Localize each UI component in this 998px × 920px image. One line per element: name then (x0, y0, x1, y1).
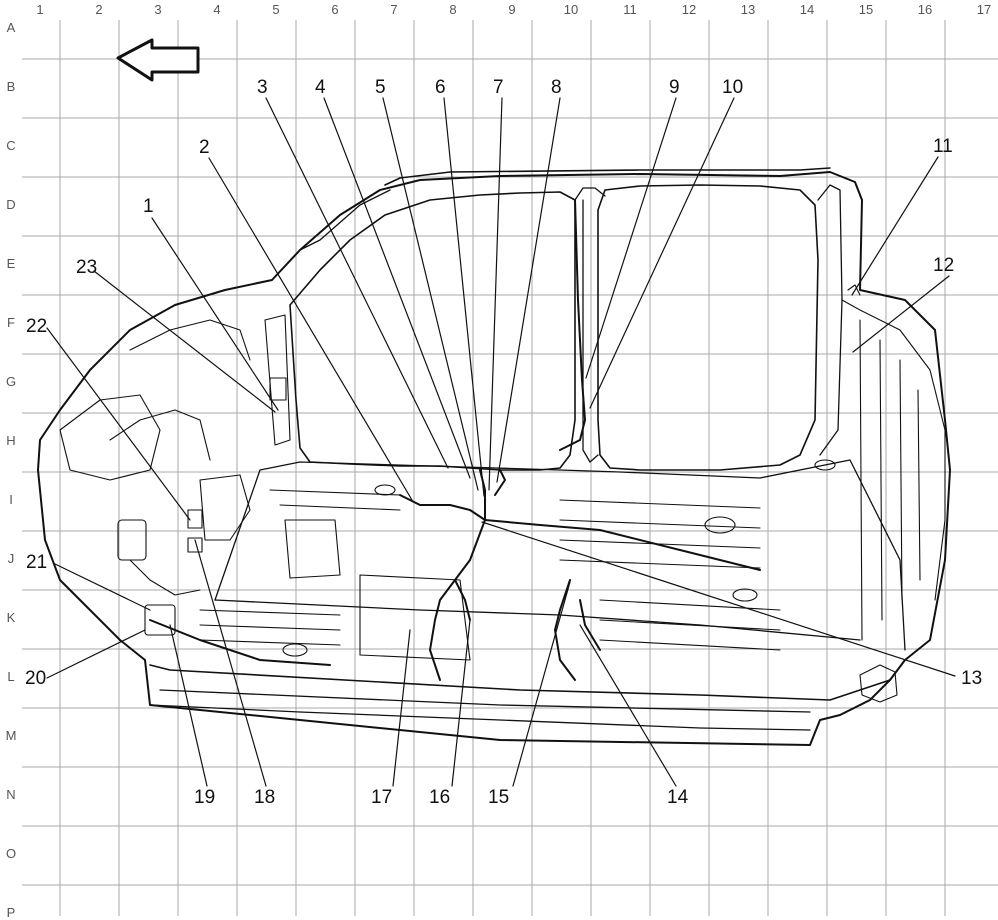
grid-row-label: L (7, 669, 15, 684)
callout-label: 11 (933, 136, 953, 157)
grid-row-label: D (6, 197, 16, 212)
callout-label: 18 (254, 787, 276, 808)
grid-row-label: I (9, 492, 13, 507)
callout-label: 21 (26, 552, 48, 573)
grid-column-label: 16 (917, 2, 933, 17)
callout-label: 19 (194, 787, 216, 808)
grid-row-label: P (6, 905, 16, 920)
floor-pan-ribs (199, 459, 836, 661)
callout-label: 16 (429, 787, 451, 808)
callout-label: 7 (493, 77, 504, 98)
grid-column-label: 5 (272, 2, 280, 17)
vehicle-body-outline (37, 167, 951, 746)
callout-label: 9 (669, 77, 680, 98)
callout-leader-lines (46, 97, 956, 787)
grid-column-label: 8 (449, 2, 457, 17)
callout-label: 6 (435, 77, 446, 98)
grid-row-label: A (6, 20, 16, 35)
grid-column-label: 15 (858, 2, 874, 17)
callout-label: 22 (26, 316, 48, 337)
grid-column-label: 10 (563, 2, 579, 17)
grid-row-label: O (5, 846, 17, 861)
callout-label: 4 (315, 77, 326, 98)
grid-column-label: 2 (95, 2, 103, 17)
grid-column-label: 11 (623, 2, 637, 17)
grid-row-label: N (6, 787, 16, 802)
callout-label: 8 (551, 77, 562, 98)
callout-label: 12 (933, 255, 955, 276)
wiring-harness (149, 199, 761, 681)
grid-row-label: C (6, 138, 16, 153)
grid-column-label: 1 (36, 2, 44, 17)
grid-column-label: 4 (213, 2, 221, 17)
callout-label: 14 (667, 787, 689, 808)
callout-label: 1 (143, 196, 154, 217)
grid-row-label: B (6, 79, 16, 94)
grid-row-label: J (7, 551, 15, 566)
callout-label: 17 (371, 787, 393, 808)
grid-column-label: 13 (740, 2, 756, 17)
grid-column-label: 17 (976, 2, 992, 17)
callout-label: 3 (257, 77, 268, 98)
callout-label: 20 (25, 668, 47, 689)
grid-column-label: 6 (331, 2, 339, 17)
callout-label: 23 (76, 257, 98, 278)
grid-row-label: G (5, 374, 17, 389)
rear-wall-detail (841, 284, 946, 703)
callout-label: 10 (722, 77, 744, 98)
grid-row-label: E (6, 256, 16, 271)
grid-row-label: K (6, 610, 16, 625)
left-arrow-icon (116, 38, 200, 82)
callout-label: 5 (375, 77, 386, 98)
grid-column-label: 3 (154, 2, 162, 17)
grid-column-label: 9 (508, 2, 516, 17)
callout-label: 13 (961, 668, 983, 689)
grid-row-label: H (6, 433, 16, 448)
grid-column-label: 7 (390, 2, 398, 17)
grid-column-label: 12 (681, 2, 697, 17)
grid-row-label: M (5, 728, 17, 743)
grid-row-label: F (7, 315, 15, 330)
grid-column-label: 14 (799, 2, 815, 17)
callout-label: 15 (488, 787, 510, 808)
callout-label: 2 (199, 137, 210, 158)
front-structure-detail (59, 314, 291, 636)
